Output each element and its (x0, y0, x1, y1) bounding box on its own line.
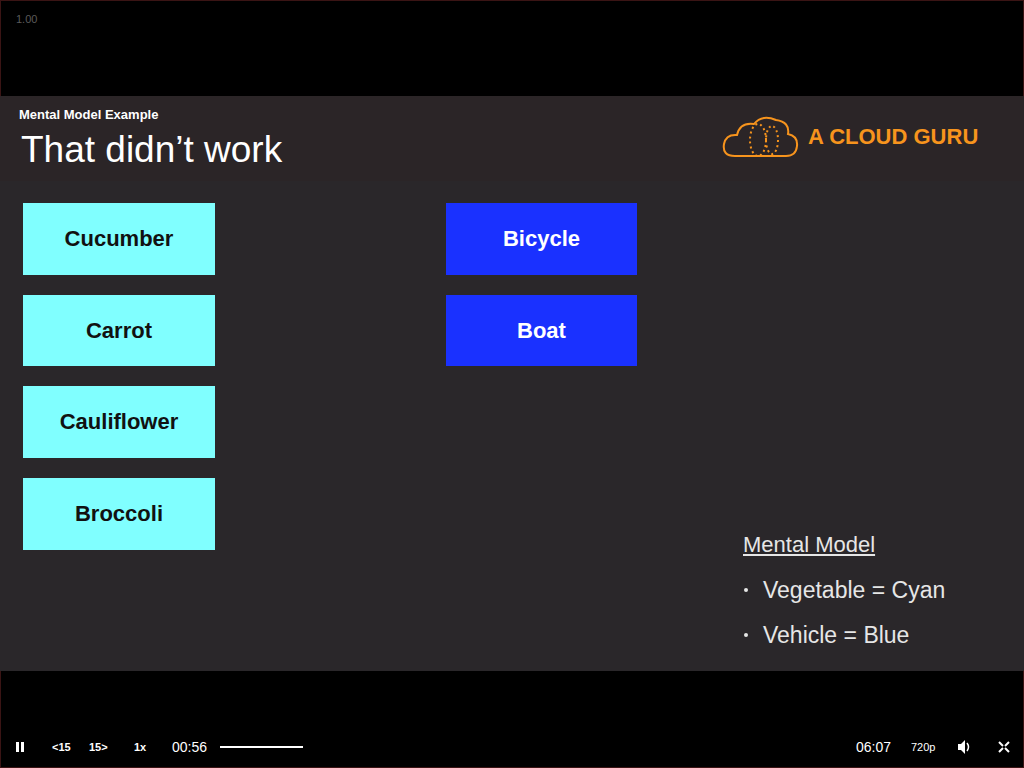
speed-button: 1x (134, 742, 146, 753)
brand-name: A CLOUD GURU (808, 126, 978, 148)
vegetable-box: Carrot (23, 295, 215, 366)
legend-item: Vegetable = Cyan (763, 579, 945, 602)
arrows (999, 742, 1009, 752)
fullscreen-icon (999, 742, 1009, 752)
cloud-outline (724, 118, 797, 156)
progress-bar (220, 746, 303, 748)
slide-subtitle: Mental Model Example (19, 108, 158, 121)
legend-heading: Mental Model (743, 534, 875, 556)
sound-wave (967, 743, 969, 751)
vegetable-box: Cucumber (23, 203, 215, 275)
pause-bar (21, 742, 24, 752)
cloud-logo (724, 118, 797, 156)
node-label: Cucumber (57, 226, 182, 252)
node-label: Cauliflower (52, 409, 187, 435)
duration: 06:07 (856, 740, 891, 754)
vehicle-box: Bicycle (446, 203, 637, 275)
current-time: 00:56 (172, 740, 207, 754)
forward-button: 15> (89, 742, 108, 753)
rewind-button: <15 (52, 742, 71, 753)
vegetable-box: Broccoli (23, 478, 215, 550)
cloud-orbit (750, 124, 766, 156)
vegetable-box: Cauliflower (23, 386, 215, 458)
node-label: Bicycle (495, 226, 588, 252)
slide-title: That didn’t work (21, 131, 282, 168)
pause-bar (16, 742, 19, 752)
vehicle-box: Boat (446, 295, 637, 366)
bullet (744, 633, 748, 637)
node-label: Carrot (78, 318, 160, 344)
cloud-orbit (766, 126, 778, 154)
volume-icon (958, 740, 969, 754)
bullet (744, 588, 748, 592)
node-label: Boat (509, 318, 574, 344)
legend-item: Vehicle = Blue (763, 624, 909, 647)
speaker (958, 740, 965, 754)
speed-indicator: 1.00 (16, 14, 37, 25)
pause-icon (16, 742, 24, 752)
quality-button: 720p (911, 742, 935, 753)
node-label: Broccoli (67, 501, 171, 527)
